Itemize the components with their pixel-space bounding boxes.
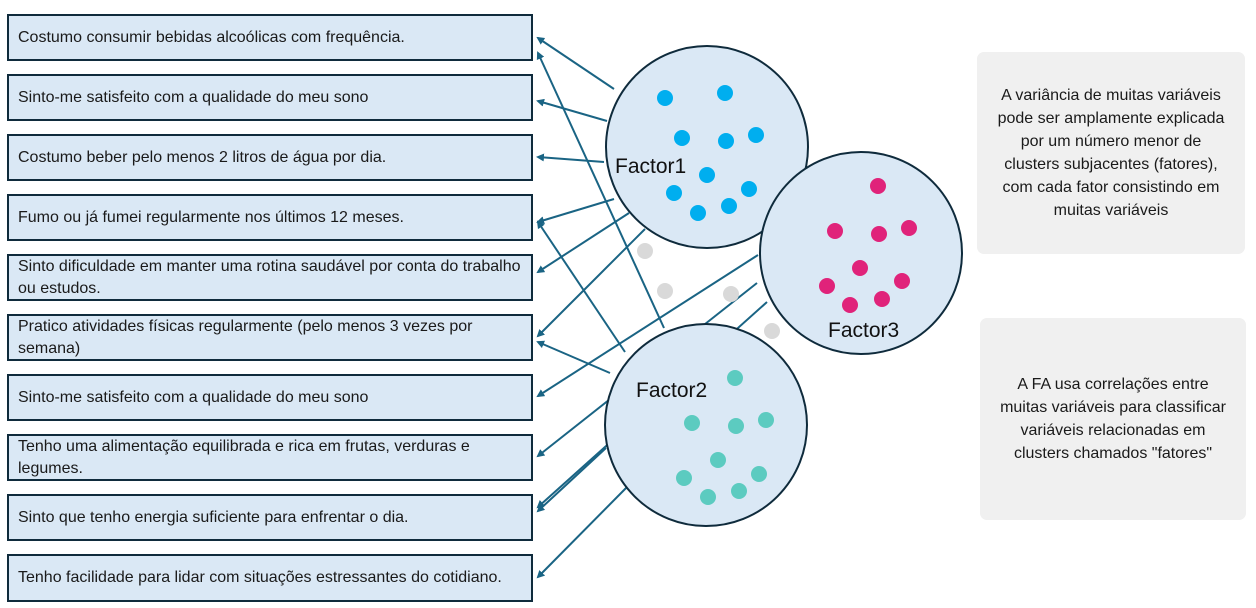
loading-arrow xyxy=(536,447,607,513)
loading-arrow xyxy=(536,220,626,353)
note-variance-explanation: A variância de muitas variáveis pode ser… xyxy=(977,52,1245,254)
factor2-dot xyxy=(758,412,774,428)
variable-text: Fumo ou já fumei regularmente nos último… xyxy=(18,208,404,226)
variable-text: Costumo beber pelo menos 2 litros de águ… xyxy=(18,148,387,166)
variable-box-9: Sinto que tenho energia suficiente para … xyxy=(7,494,533,541)
factor2-dot xyxy=(727,370,743,386)
variable-box-5: Sinto dificuldade em manter uma rotina s… xyxy=(7,254,533,301)
factor3-label: Factor3 xyxy=(828,319,899,342)
factor1-dot xyxy=(690,205,706,221)
factor3-dot xyxy=(870,178,886,194)
variable-text: Sinto-me satisfeito com a qualidade do m… xyxy=(18,388,369,406)
loading-arrow xyxy=(536,483,631,579)
factor3-dot xyxy=(852,260,868,276)
factor3-dot xyxy=(827,223,843,239)
variable-box-10: Tenho facilidade para lidar com situaçõe… xyxy=(7,554,533,602)
factor-member-dots xyxy=(657,85,917,505)
factor1-label: Factor1 xyxy=(615,155,686,178)
factor2-dot xyxy=(684,415,700,431)
factor3-circle xyxy=(759,151,963,355)
factor3-dot xyxy=(901,220,917,236)
unassigned-variable-dots xyxy=(637,243,780,339)
factor2-dot xyxy=(700,489,716,505)
factor1-dot xyxy=(748,127,764,143)
variable-text: Sinto que tenho energia suficiente para … xyxy=(18,508,409,526)
variable-text: Costumo consumir bebidas alcoólicas com … xyxy=(18,28,405,46)
factor1-dot xyxy=(657,90,673,106)
variable-box-7: Sinto-me satisfeito com a qualidade do m… xyxy=(7,374,533,421)
variable-text: Pratico atividades físicas regularmente … xyxy=(18,317,473,357)
variable-text: Sinto dificuldade em manter uma rotina s… xyxy=(18,257,521,297)
factor2-dot xyxy=(710,452,726,468)
factor1-dot xyxy=(717,85,733,101)
loading-arrow xyxy=(536,254,759,398)
note-text: A variância de muitas variáveis pode ser… xyxy=(997,87,1225,219)
factor3-dot xyxy=(842,297,858,313)
factor1-dot xyxy=(721,198,737,214)
variable-box-6: Pratico atividades físicas regularmente … xyxy=(7,314,533,361)
note-text: A FA usa correlações entre muitas variáv… xyxy=(1000,376,1226,462)
factor2-dot xyxy=(751,466,767,482)
loading-arrow xyxy=(536,198,615,225)
factor2-dot xyxy=(728,418,744,434)
factor2-dot xyxy=(731,483,747,499)
factor3-dot xyxy=(894,273,910,289)
variable-box-2: Sinto-me satisfeito com a qualidade do m… xyxy=(7,74,533,121)
loading-arrow xyxy=(536,212,630,274)
note-fa-correlations: A FA usa correlações entre muitas variáv… xyxy=(980,318,1246,520)
unassigned-dot xyxy=(764,323,780,339)
factor1-circle xyxy=(605,45,809,249)
loading-arrow xyxy=(536,51,665,329)
factor2-label: Factor2 xyxy=(636,379,707,402)
variable-box-8: Tenho uma alimentação equilibrada e rica… xyxy=(7,434,533,481)
factor3-dot xyxy=(874,291,890,307)
variable-box-4: Fumo ou já fumei regularmente nos último… xyxy=(7,194,533,241)
unassigned-dot xyxy=(637,243,653,259)
variable-box-3: Costumo beber pelo menos 2 litros de águ… xyxy=(7,134,533,181)
factor1-dot xyxy=(718,133,734,149)
factor3-dot xyxy=(871,226,887,242)
factor1-dot xyxy=(674,130,690,146)
variable-box-1: Costumo consumir bebidas alcoólicas com … xyxy=(7,14,533,61)
loading-arrow xyxy=(536,340,611,374)
factor1-dot xyxy=(699,167,715,183)
unassigned-dot xyxy=(723,286,739,302)
unassigned-dot xyxy=(657,283,673,299)
variable-text: Tenho facilidade para lidar com situaçõe… xyxy=(18,569,502,586)
variable-text: Tenho uma alimentação equilibrada e rica… xyxy=(18,437,470,477)
factor1-dot xyxy=(666,185,682,201)
factor-clusters: Factor1 Factor3 Factor2 xyxy=(604,45,963,527)
factor3-dot xyxy=(819,278,835,294)
loading-arrow xyxy=(536,98,608,122)
variable-text: Sinto-me satisfeito com a qualidade do m… xyxy=(18,88,369,106)
factor2-dot xyxy=(676,470,692,486)
factor1-dot xyxy=(741,181,757,197)
loading-arrow xyxy=(536,153,605,163)
loading-arrow xyxy=(536,36,615,90)
